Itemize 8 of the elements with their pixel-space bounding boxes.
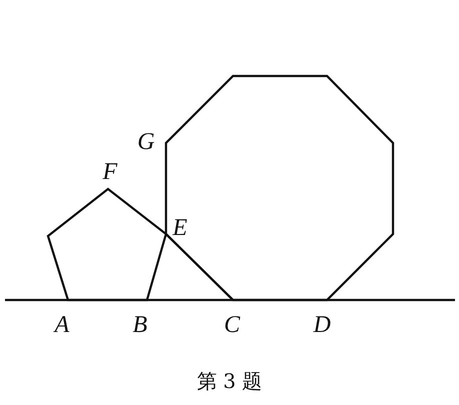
figure-caption: 第 3 题 [196, 368, 262, 395]
point-label: D [313, 313, 331, 337]
point-label: C [224, 313, 240, 337]
point-label: A [54, 313, 70, 337]
point-label: E [172, 216, 188, 240]
point-label: B [132, 313, 148, 337]
point-label: G [137, 130, 155, 154]
point-label: F [102, 160, 118, 184]
